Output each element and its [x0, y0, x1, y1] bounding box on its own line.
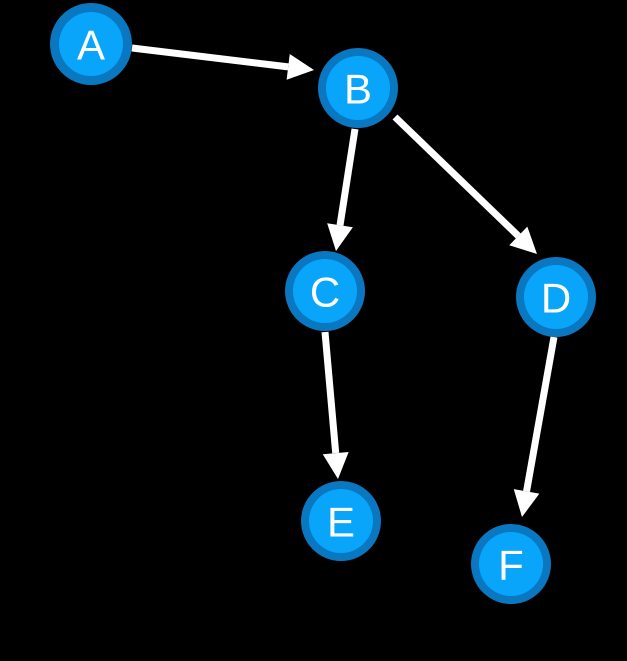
node-core: [524, 265, 588, 329]
edge-b-to-d: [392, 114, 537, 254]
edge-a-to-b: [131, 44, 314, 80]
graph-node-c[interactable]: C: [285, 251, 365, 331]
edge-shaft: [131, 44, 289, 71]
arrowhead-icon: [322, 451, 349, 479]
node-core: [59, 12, 123, 76]
edge-shaft: [392, 114, 521, 239]
node-label: F: [498, 542, 524, 589]
graph-node-a[interactable]: A: [50, 3, 132, 85]
edge-shaft: [336, 128, 359, 226]
node-label: A: [77, 22, 105, 69]
node-label: E: [327, 499, 355, 546]
edge-shaft: [523, 336, 558, 493]
node-core: [309, 489, 373, 553]
node-label: C: [310, 269, 340, 316]
arrowhead-icon: [286, 53, 314, 80]
node-core: [326, 56, 390, 120]
node-core: [293, 259, 357, 323]
edge-shaft: [321, 331, 340, 454]
node-core: [479, 532, 543, 596]
arrowhead-icon: [513, 489, 540, 517]
edge-d-to-f: [513, 336, 558, 517]
edge-layer: [131, 44, 558, 517]
node-layer: A B C D E F: [50, 3, 596, 604]
graph-node-f[interactable]: F: [471, 524, 551, 604]
node-label: D: [541, 275, 571, 322]
edge-b-to-c: [327, 128, 359, 251]
arrowhead-icon: [509, 226, 537, 254]
edge-c-to-e: [321, 331, 349, 479]
node-label: B: [344, 66, 372, 113]
graph-node-e[interactable]: E: [301, 481, 381, 561]
graph-node-d[interactable]: D: [516, 257, 596, 337]
arrowhead-icon: [327, 223, 353, 251]
graph-node-b[interactable]: B: [318, 48, 398, 128]
